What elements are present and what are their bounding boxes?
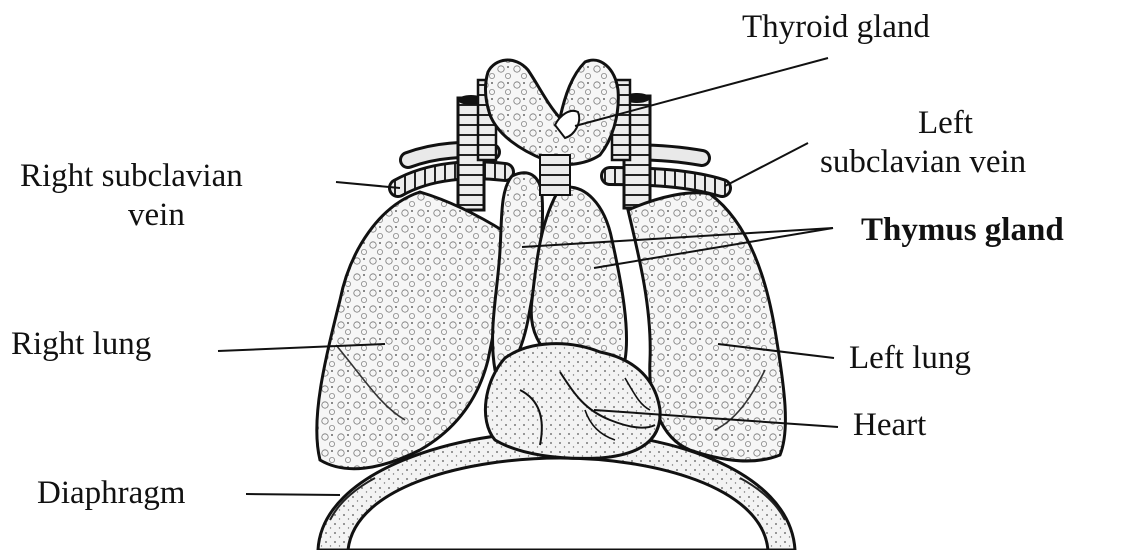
label-thymus-gland: Thymus gland <box>861 212 1064 248</box>
label-heart: Heart <box>853 407 926 443</box>
label-left-subclavian-line1: Left <box>918 105 973 141</box>
label-right-subclavian-line1: Right subclavian <box>20 158 243 194</box>
leader-diaphragm <box>246 494 340 495</box>
right-lung-shape <box>317 192 506 469</box>
label-diaphragm: Diaphragm <box>37 475 186 511</box>
label-right-subclavian-line2: vein <box>128 197 185 233</box>
label-left-lung: Left lung <box>849 340 971 376</box>
label-right-lung: Right lung <box>11 326 151 362</box>
label-thyroid-gland: Thyroid gland <box>742 9 930 45</box>
leader-left-subclavian <box>725 143 808 186</box>
heart-shape <box>485 344 660 459</box>
label-left-subclavian-line2: subclavian vein <box>820 144 1026 180</box>
